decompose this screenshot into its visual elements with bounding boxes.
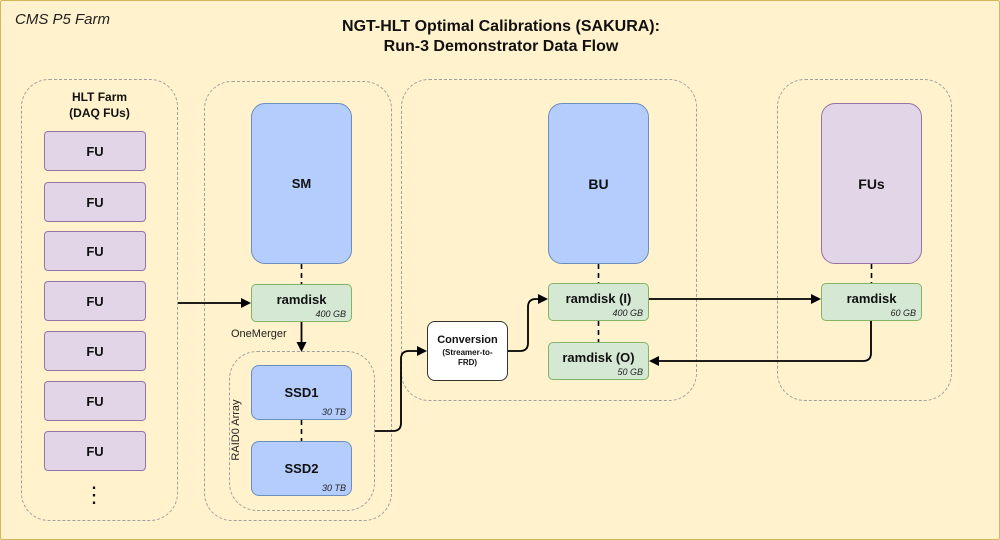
fus-ramdisk-label: ramdisk — [846, 290, 897, 306]
title-line-1: NGT-HLT Optimal Calibrations (SAKURA): — [342, 18, 660, 35]
ssd1-capacity: 30 TB — [321, 407, 346, 417]
fu-node-4: FU — [44, 281, 146, 321]
diagram-title: NGT-HLT Optimal Calibrations (SAKURA): R… — [301, 17, 701, 57]
title-line-2: Run-3 Demonstrator Data Flow — [383, 38, 619, 55]
ssd1-node: SSD1 30 TB — [251, 365, 352, 420]
ssd2-node: SSD2 30 TB — [251, 441, 352, 496]
bu-ramdisk-out: ramdisk (O) 50 GB — [548, 342, 649, 380]
hlt-farm-label-line-2: (DAQ FUs) — [69, 106, 130, 120]
bu-node: BU — [548, 103, 649, 264]
corner-label: CMS P5 Farm — [15, 11, 111, 28]
bu-ramdisk-out-label: ramdisk (O) — [562, 349, 635, 365]
bu-ramdisk-out-capacity: 50 GB — [617, 367, 643, 377]
ssd2-label: SSD2 — [284, 461, 319, 476]
sm-node: SM — [251, 103, 352, 264]
sm-group — [204, 81, 392, 521]
hlt-farm-label-line-1: HLT Farm — [71, 90, 128, 104]
fu-node-1: FU — [44, 131, 146, 171]
hlt-farm-group — [21, 79, 178, 521]
onemerger-label: OneMerger — [231, 328, 287, 340]
fus-ramdisk-capacity: 60 GB — [890, 308, 916, 318]
conversion-to-bu-ramdisk-arrow — [508, 294, 548, 352]
hlt-farm-label: HLT Farm (DAQ FUs) — [21, 89, 178, 121]
fu-node-3: FU — [44, 231, 146, 271]
sm-ramdisk: ramdisk 400 GB — [251, 284, 352, 322]
conversion-node: Conversion (Streamer-to- FRD) — [427, 321, 508, 381]
fu-node-7: FU — [44, 431, 146, 471]
fus-ramdisk: ramdisk 60 GB — [821, 283, 922, 321]
bu-ramdisk-in-label: ramdisk (I) — [565, 290, 632, 306]
ssd1-label: SSD1 — [284, 385, 319, 400]
sm-ramdisk-label: ramdisk — [276, 291, 327, 307]
fu-node-6: FU — [44, 381, 146, 421]
bu-group — [401, 79, 697, 401]
fu-node-5: FU — [44, 331, 146, 371]
conversion-label: Conversion — [437, 334, 498, 347]
bu-ramdisk-in: ramdisk (I) 400 GB — [548, 283, 649, 321]
sm-ramdisk-capacity: 400 GB — [315, 309, 346, 319]
fus-group — [777, 79, 952, 401]
raid-to-conversion-arrow — [375, 346, 427, 432]
fus-node: FUs — [821, 103, 922, 264]
fu-node-2: FU — [44, 182, 146, 222]
fu-ellipsis: ⋮ — [83, 482, 105, 507]
ssd2-capacity: 30 TB — [321, 483, 346, 493]
conversion-sublabel-line-1: (Streamer-to- — [442, 347, 493, 357]
fus-ramdisk-to-bu-ramdisk-out-arrow — [649, 321, 872, 366]
bu-ramdisk-in-capacity: 400 GB — [612, 308, 643, 318]
conversion-sublabel-line-2: FRD) — [457, 357, 478, 367]
